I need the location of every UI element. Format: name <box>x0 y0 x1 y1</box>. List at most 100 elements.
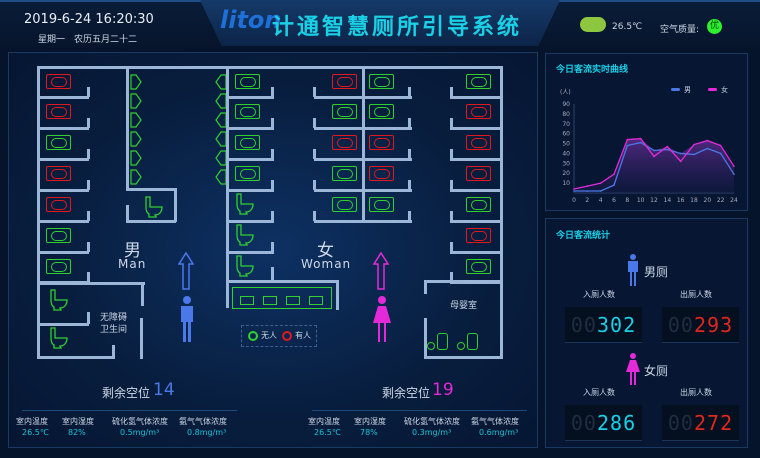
men-out-counter: 00293 <box>662 307 739 343</box>
legend-free: 无人 <box>261 331 277 340</box>
x-tick-label: 2 <box>585 197 589 204</box>
wall <box>112 345 115 359</box>
x-tick-label: 12 <box>650 197 658 204</box>
squat-toilet-free[interactable] <box>235 135 260 150</box>
squat-toilet-free[interactable] <box>466 259 491 274</box>
men-env-value: 82% <box>68 428 86 437</box>
women-direction-arrow-icon <box>373 252 389 290</box>
men-env-label: 氨气气体浓度 <box>179 417 227 426</box>
squat-toilet-free[interactable] <box>369 104 394 119</box>
urinal-free[interactable] <box>130 74 142 94</box>
wall <box>408 180 411 190</box>
squat-toilet-free[interactable] <box>235 74 260 89</box>
accessible-label-2: 卫生间 <box>100 325 128 335</box>
woman-figure-icon <box>373 296 391 342</box>
baby-bin-icon <box>427 342 435 350</box>
data-point <box>706 147 709 150</box>
squat-toilet-occupied[interactable] <box>466 228 491 243</box>
urinal-free[interactable] <box>130 169 142 189</box>
legend: 无人 有人 <box>241 325 317 347</box>
western-toilet-free[interactable] <box>144 196 164 222</box>
western-toilet-free[interactable] <box>235 255 255 281</box>
wall <box>87 118 90 128</box>
men-out-label: 出厕人数 <box>680 290 712 299</box>
wall <box>226 127 274 130</box>
data-point <box>693 143 695 146</box>
wall <box>408 149 411 159</box>
men-env-label: 室内湿度 <box>62 417 94 426</box>
squat-toilet-free[interactable] <box>332 104 357 119</box>
wall <box>313 149 316 159</box>
squat-toilet-occupied[interactable] <box>466 104 491 119</box>
squat-toilet-occupied[interactable] <box>369 166 394 181</box>
wall <box>424 356 502 359</box>
data-point <box>599 190 602 192</box>
squat-toilet-free[interactable] <box>466 197 491 212</box>
squat-toilet-free[interactable] <box>332 197 357 212</box>
urinal-free[interactable] <box>130 112 142 132</box>
squat-toilet-free[interactable] <box>332 166 357 181</box>
squat-toilet-free[interactable] <box>369 197 394 212</box>
squat-toilet-free[interactable] <box>235 104 260 119</box>
squat-toilet-free[interactable] <box>466 74 491 89</box>
wall <box>424 318 427 358</box>
squat-toilet-occupied[interactable] <box>466 135 491 150</box>
squat-toilet-occupied[interactable] <box>46 104 71 119</box>
squat-toilet-free[interactable] <box>46 135 71 150</box>
wall <box>87 242 90 252</box>
squat-toilet-free[interactable] <box>235 166 260 181</box>
women-env-label: 氨气气体浓度 <box>471 417 519 426</box>
western-toilet-free[interactable] <box>49 327 69 353</box>
wall <box>87 149 90 159</box>
data-point <box>586 185 589 187</box>
wall <box>408 118 411 128</box>
wall <box>450 180 453 190</box>
squat-toilet-occupied[interactable] <box>46 197 71 212</box>
men-toilet-label: 男厕 <box>644 265 669 279</box>
squat-toilet-occupied[interactable] <box>466 166 491 181</box>
y-tick-label: 90 <box>562 101 570 108</box>
squat-toilet-free[interactable] <box>46 259 71 274</box>
squat-toilet-occupied[interactable] <box>332 135 357 150</box>
squat-toilet-occupied[interactable] <box>46 166 71 181</box>
urinal-free[interactable] <box>130 131 142 151</box>
men-label: 男 <box>124 241 141 261</box>
urinal-free[interactable] <box>130 150 142 170</box>
urinal-free[interactable] <box>130 93 142 113</box>
x-tick-label: 20 <box>704 197 712 204</box>
wall <box>450 127 502 130</box>
squat-toilet-free[interactable] <box>369 74 394 89</box>
western-toilet-free[interactable] <box>49 289 69 315</box>
wall <box>314 189 364 192</box>
western-toilet-free[interactable] <box>235 193 255 219</box>
wall <box>37 356 112 359</box>
wall <box>37 220 89 223</box>
sink-icon <box>263 296 277 305</box>
squat-toilet-occupied[interactable] <box>369 135 394 150</box>
men-vacancy-count: 14 <box>153 380 175 400</box>
western-toilet-free[interactable] <box>235 224 255 250</box>
data-point <box>653 149 655 152</box>
x-tick-label: 16 <box>677 197 685 204</box>
wall <box>87 272 90 282</box>
wall <box>37 96 89 99</box>
squat-toilet-occupied[interactable] <box>46 74 71 89</box>
women-toilet-label: 女厕 <box>644 364 669 378</box>
wall <box>140 318 143 359</box>
wall <box>450 149 453 159</box>
wall <box>37 158 89 161</box>
wall <box>37 251 89 254</box>
temperature: 26.5℃ <box>612 22 643 32</box>
men-env-label: 硫化氢气体浓度 <box>112 417 168 426</box>
data-point <box>719 152 722 155</box>
data-point <box>626 144 629 147</box>
legend-swatch <box>708 88 717 91</box>
men-vacancy-label: 剩余空位 <box>102 386 151 400</box>
wall <box>450 158 502 161</box>
wall <box>314 96 364 99</box>
x-tick-label: 18 <box>690 197 698 204</box>
squat-toilet-free[interactable] <box>46 228 71 243</box>
squat-toilet-occupied[interactable] <box>332 74 357 89</box>
